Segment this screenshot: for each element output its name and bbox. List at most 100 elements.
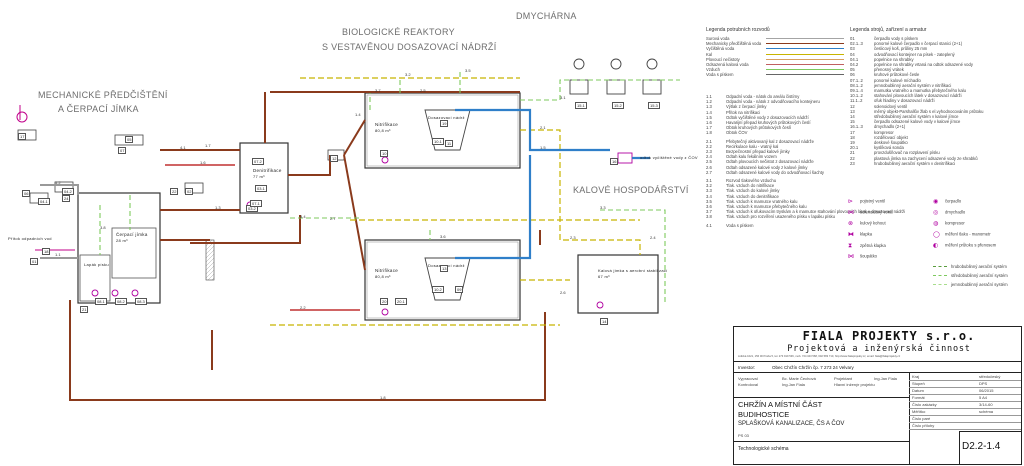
legend-equipment-text: rozdělovací objekt (874, 134, 908, 140)
legend-line-code: 2.2 (706, 143, 712, 149)
flap-valve-icon: ⧓ (848, 231, 854, 238)
equipment-tag: 20.1 (395, 298, 407, 305)
legend-symbol-label: čerpadlo (945, 198, 962, 204)
blowers (569, 58, 662, 95)
line-number-label: 2.1 (540, 125, 546, 130)
equipment-tag: 20 (380, 298, 389, 305)
equipment-tag: 18 (42, 248, 51, 255)
legend-equipment-text: kruhové průtokové česle (874, 72, 920, 78)
legend-pipe-row: Voda s pískem (706, 72, 846, 77)
legend-pipe-row: Vyčištěná voda (706, 46, 846, 51)
legend-line-text: Tlak. vzduch k mamutce vratného kalu (726, 198, 798, 204)
meta-value: schéma (979, 409, 994, 414)
line-number-label: 1.5 (540, 145, 546, 150)
equipment-tag: 24 (62, 195, 71, 202)
line-number-label: 3.3 (600, 205, 606, 210)
legend-line-code: 3.3 (706, 188, 712, 194)
legend-line-row: 3.3 Tlak. vzduch do kalové jímky (706, 188, 846, 193)
equipment-tag: 17 (18, 133, 27, 140)
legend-symbol-label: klapka (860, 231, 873, 237)
legend-equipment-code: 19 (850, 140, 855, 146)
legend-equipment-text: čerpadlo odsazené kalové vody v kalové j… (874, 119, 961, 125)
legend-symbol-label: šoupátko (860, 253, 877, 259)
area-bio-subtitle: S VESTAVĚNOU DOSAZOVACÍ NÁDRŽÍ (322, 42, 497, 52)
legend-pipe-label: Plovoucí nečistoty (706, 56, 740, 62)
line-number-label: 2.4 (650, 235, 656, 240)
legend-symbol-label: pojistný ventil (860, 198, 886, 204)
legend-equipment-code: 17 (850, 129, 855, 135)
legend-line-text: Odpadní voda - nátok do areálu čistírny (726, 94, 800, 99)
legend-line-text: Odtah odsazené kalové vody do odvodňovac… (726, 169, 825, 175)
legend-pipe-row: Odsazená kalová voda (706, 62, 846, 67)
meta-label: Stupeň (912, 381, 925, 386)
legend-symbol-row: ◎dmychadlo (933, 209, 965, 216)
so-number: PS 03 (738, 433, 749, 438)
label-odtok: odtok vyčištěné vody z ČOV (640, 155, 698, 160)
legend-line-text: Výtlak z čerpací jímky (726, 104, 767, 110)
legend-line-text: Odtah plovoucích nečistot z dosazovací n… (726, 159, 814, 165)
legend-line-code: 3.7 (706, 209, 712, 215)
legend-line-code: 3.5 (706, 198, 712, 204)
line-number-label: 3.1 (560, 95, 566, 100)
equipment-tag: 19 (440, 120, 449, 127)
blower-icon: ◎ (933, 209, 939, 216)
legend-pipe-label: Voda s pískem (706, 72, 734, 78)
label-nitrifikace-top-vol: 80,8 m³ (375, 128, 391, 133)
legend-line-code: 4.1 (706, 222, 712, 228)
legend-equipment-code: 05 (850, 67, 855, 73)
legend-symbol-row: ◍kompresor (933, 220, 965, 227)
legend-pipe-label: Vzduch (706, 67, 720, 73)
equipment-tag: 15.2 (612, 102, 624, 109)
ball-valve-icon: ⊗ (848, 220, 854, 227)
legend-equipment-code: 10.1..2 (850, 93, 863, 99)
legend-equipment-text: ofuk hladiny v dosazovací nádrži (874, 98, 935, 104)
equipment-tag: 10.2 (432, 286, 444, 293)
meta-label: Formát (912, 395, 925, 400)
equipment-tag: 02 (185, 188, 194, 195)
legend-equipment-code: 22 (850, 155, 855, 161)
company-address: Lidická 1021, 156 00 Praha 5, tel. 273 9… (738, 355, 901, 358)
legend-pipe-label: Odsazená kalová voda (706, 62, 749, 68)
legend-equipment-code: 12 (850, 103, 855, 109)
legend-pipe-swatch (766, 48, 844, 50)
legend-symbol-label: zpětná klapka (860, 243, 886, 249)
legend-symbol-row: ⋈solenoidový ventil (848, 209, 893, 216)
legend-pipes-title: Legenda potrubních rozvodů (706, 27, 770, 33)
line-number-label: 1.6 (200, 160, 206, 165)
legend-line-code: 2.3 (706, 149, 712, 155)
legend-line-text: Recirkulace kalu - vratný kal (726, 143, 779, 149)
legend-line-row: 3.5 Tlak. vzduch k mamutce vratného kalu (706, 199, 846, 204)
line-number-label: 1.2 (55, 180, 61, 185)
flowmeter-icon: ◐ (933, 242, 939, 249)
legend-symbol-label: hrubobublinný aerační systém (951, 264, 1007, 269)
legend-line-text: Tlak. vzduch do kalové jímky (726, 188, 780, 194)
legend-line-code: 1.6 (706, 120, 712, 126)
legend-equipment-text: odvodňovací kontejner na písek - zateple… (874, 51, 955, 57)
legend-equipment-text: deskové šoupátko (874, 140, 908, 146)
area-mech-subtitle: A ČERPACÍ JÍMKA (58, 104, 139, 114)
line-number-label: 1.4 (355, 112, 361, 117)
legend-pipe-row: Surová voda (706, 36, 846, 41)
legend-equipment-text: ponorné kalové míchadlo (874, 77, 921, 83)
investor-value: Obec Chržín Chržín čp. 7 273 24 Velvary (772, 365, 854, 370)
legend-equipment-code: 23 (850, 160, 855, 166)
area-bio-title: BIOLOGICKÉ REAKTORY (342, 27, 455, 37)
solenoid-valve-icon: ⋈ (848, 209, 854, 216)
legend-line-text: Obtok kruhových průtokových česlí (726, 125, 791, 131)
line-number-label: 3.6 (440, 234, 446, 239)
